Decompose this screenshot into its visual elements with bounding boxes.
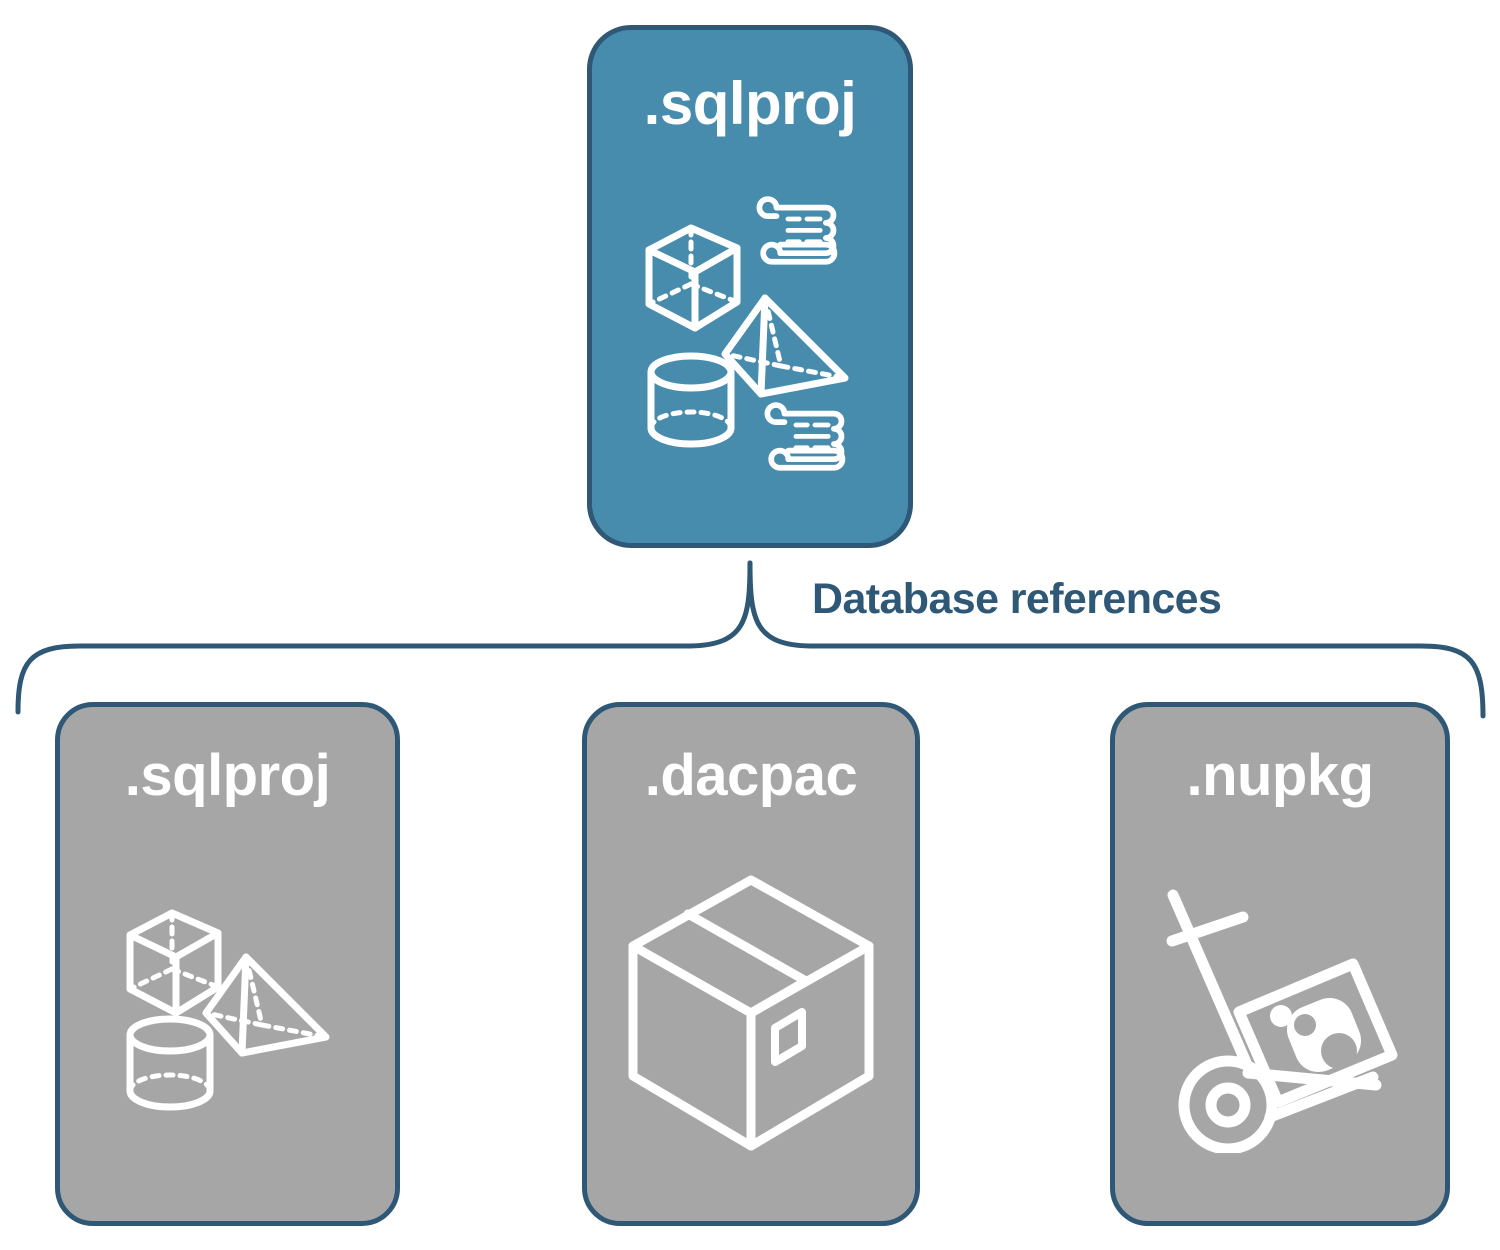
package-box-icon: [628, 875, 874, 1151]
cube-icon: [126, 909, 221, 1017]
pyramid-icon: [202, 953, 329, 1057]
child-dacpac-icon-group: [587, 805, 915, 1221]
node-card-child-nupkg[interactable]: .nupkg: [1110, 702, 1450, 1226]
child-sqlproj-icon-group: [60, 805, 395, 1221]
node-card-child-sqlproj[interactable]: .sqlproj: [55, 702, 400, 1226]
pyramid-icon: [721, 294, 849, 397]
root-icon-group: [592, 134, 908, 543]
scroll-icon: [756, 195, 838, 265]
cylinder-icon: [126, 1015, 213, 1111]
node-card-root-sqlproj[interactable]: .sqlproj: [587, 25, 913, 548]
brace-label-database-references: Database references: [812, 575, 1222, 623]
cube-icon: [645, 224, 741, 331]
node-label-child-dacpac: .dacpac: [644, 743, 858, 808]
scroll-icon: [764, 401, 846, 471]
hand-truck-nuget-icon: [1166, 889, 1398, 1153]
node-label-root-sqlproj: .sqlproj: [643, 70, 857, 137]
node-label-child-nupkg: .nupkg: [1186, 743, 1374, 808]
child-nupkg-icon-group: [1115, 805, 1445, 1221]
node-label-child-sqlproj: .sqlproj: [124, 743, 331, 808]
cylinder-icon: [647, 352, 735, 447]
node-card-child-dacpac[interactable]: .dacpac: [582, 702, 920, 1226]
